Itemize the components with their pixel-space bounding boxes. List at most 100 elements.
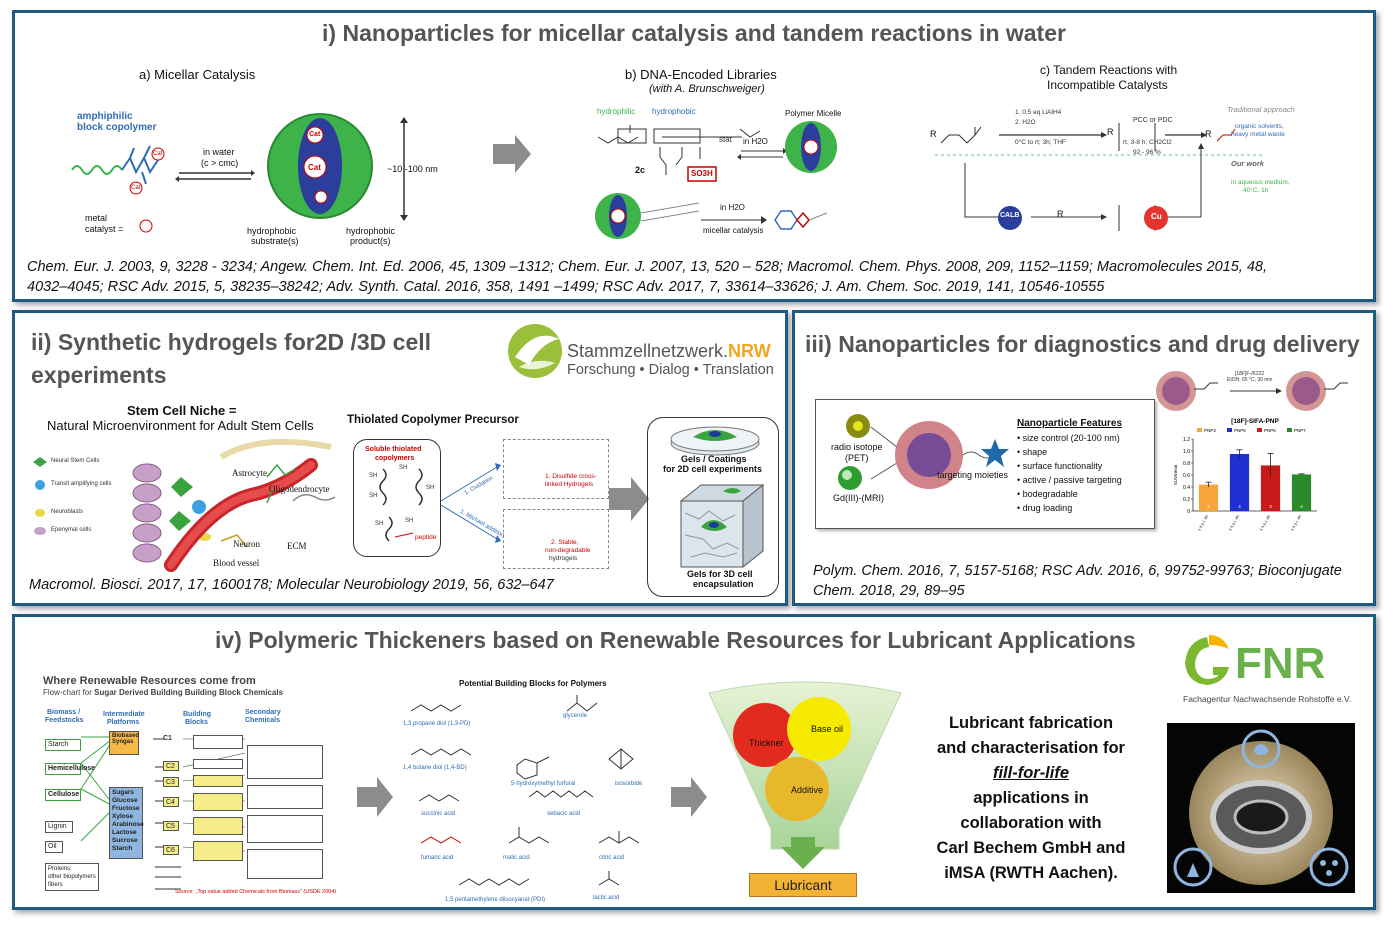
flow-title: Where Renewable Resources come from <box>43 675 256 687</box>
sub-c-line1: c) Tandem Reactions with <box>1040 63 1178 77</box>
feature-4: • active / passive targeting <box>1017 475 1122 485</box>
legend-swatch-pnp3 <box>1197 428 1202 432</box>
oxidation-arrows <box>440 463 501 543</box>
stammzell-logo-icon <box>508 324 562 378</box>
equilibrium-arrow-2 <box>737 148 787 160</box>
organic-label: organic solvents, <box>1235 123 1284 130</box>
sec-box-4 <box>247 849 323 879</box>
feedstock-oil: Oil <box>45 841 63 853</box>
col-biomass: Biomass / <box>47 709 81 716</box>
precursor-title: Thiolated Copolymer Precursor <box>347 414 519 426</box>
disulfide-label: 1. Disulfide cross- <box>545 473 597 480</box>
targeting-label: targeting moieties <box>937 470 1009 480</box>
mol-butanediol: 1,4 butane diol (1,4-BD) <box>403 765 467 771</box>
pcc-label: PCC or PDC <box>1133 117 1173 124</box>
bar-label-pnp6: 3 <box>1269 504 1272 509</box>
so3h-label: SO3H <box>691 169 713 178</box>
proteins-line-2: other biopolymers <box>48 874 96 880</box>
legend-label-pnp6: PNP6 <box>1264 428 1276 433</box>
substrate-label: hydrophobic <box>247 226 297 236</box>
oligodendrocyte-label: Oligodendrocyte <box>269 484 330 494</box>
size-arrow <box>400 117 408 221</box>
sugars-box: Sugars Glucose Fructose Xylose Arabinose… <box>109 787 144 859</box>
stat-label: stat <box>719 135 732 144</box>
sh-2: SH <box>399 465 408 471</box>
bb-box-6 <box>193 841 243 861</box>
proteins-line-3: fibers <box>48 882 63 888</box>
logo-nrw-text: NRW <box>728 341 771 361</box>
sec-box-2 <box>247 785 323 809</box>
legend-neuroblasts: Neuroblasts <box>51 509 84 515</box>
building-block-boxes <box>193 735 243 875</box>
legend-swatch-pnp5 <box>1227 428 1232 432</box>
sec-box-3 <box>247 815 323 843</box>
product-label-2: product(s) <box>350 236 391 246</box>
micelle-drawing <box>267 113 373 219</box>
panel3-refs-line2: Chem. 2018, 29, 89–95 <box>813 583 965 599</box>
mol-citric: citric acid <box>599 855 625 861</box>
copolymer-drawing <box>71 145 165 195</box>
proteins-line-1: Proteins; <box>48 866 72 872</box>
col-building: Building <box>183 711 211 718</box>
x-tick-label-pnp5: 1 h p.i. 4h <box>1227 514 1240 532</box>
gel-cube <box>679 483 765 569</box>
panel2-title-line1: ii) Synthetic hydrogels for2D /3D cell <box>31 329 432 355</box>
mol-isosorbide: isosorbide <box>615 781 643 787</box>
sugar-7: Starch <box>112 845 133 852</box>
calb-circle <box>998 206 1022 230</box>
bar-pnp5 <box>1229 454 1250 511</box>
additive-label: Additive <box>791 785 824 795</box>
catalyst-symbol <box>139 219 153 233</box>
bar-pnp3 <box>1198 484 1219 511</box>
lubricant-box: Lubricant <box>749 873 857 897</box>
bar-label-pnp3: 3 <box>1207 504 1210 509</box>
reagents-1: 1. 0.5 eq LiAlH4 <box>1015 109 1062 116</box>
block-c4: C4 <box>163 797 179 807</box>
legend-neural-stem-icon <box>33 457 47 467</box>
feature-3-text: surface functionality <box>1022 461 1103 471</box>
bb-box-4 <box>193 793 243 811</box>
feature-5-text: bodegradable <box>1022 489 1078 499</box>
disulfide-box <box>503 439 609 499</box>
panel2-title-line2: experiments <box>31 362 167 388</box>
fnr-subtitle: Fachagentur Nachwachsende Rohstoffe e.V. <box>1183 694 1352 704</box>
stem-cell-niche-illustration <box>132 438 336 572</box>
radio-isotope-label: radio isotope <box>831 442 883 452</box>
pcc-label-2: rt, 3-8 h; CH2Cl2 <box>1123 139 1172 146</box>
panel-lubricants: iv) Polymeric Thickeners based on Renewa… <box>12 614 1376 910</box>
aqueous-label: in aqueous medium, <box>1231 179 1290 186</box>
col-biomass-2: Feedstocks <box>45 717 84 724</box>
cu-label: Cu <box>1151 212 1162 221</box>
cu-circle <box>1144 206 1168 230</box>
legend-label-pnp3: PNP3 <box>1204 428 1216 433</box>
flow-arrow-2 <box>609 477 649 521</box>
col-platforms: Intermediate <box>103 711 145 718</box>
panel1-refs-line1: Chem. Eur. J. 2003, 9, 3228 - 3234; Ange… <box>27 259 1267 275</box>
bb-box-3 <box>193 775 243 787</box>
stammzell-tagline: Forschung • Dialog • Translation <box>567 362 774 378</box>
feature-3: • surface functionality <box>1017 461 1103 471</box>
mol-hmf: 5-hydroxymethyl furfural <box>511 781 576 787</box>
stable-box <box>503 509 609 569</box>
mol-pdi: 1,5 pentamethylene diisocyanat (PDI) <box>445 897 546 903</box>
sugar-1: Glucose <box>112 797 138 804</box>
our-work-label: Our work <box>1231 159 1264 168</box>
targeting-star <box>981 439 1009 467</box>
micelle-cat-2: Cat <box>308 163 321 172</box>
col-secondary-2: Chemicals <box>245 717 281 724</box>
cat-label-2: Cat <box>131 185 141 191</box>
thiolated-polymers <box>379 468 423 542</box>
text-line-2: and characterisation for <box>937 739 1125 757</box>
bb-title: Potential Building Blocks for Polymers <box>459 679 607 688</box>
text-line-7: iMSA (RWTH Aachen). <box>944 864 1118 882</box>
bar-pnp7 <box>1291 474 1312 511</box>
niche-title: Stem Cell Niche = <box>127 403 237 418</box>
peptide-label: peptide <box>415 534 437 541</box>
r-label-3: R <box>1205 129 1212 139</box>
sh-1: SH <box>369 473 378 479</box>
rxn-top-label: [18F]F-/K222 <box>1235 371 1265 377</box>
biobased-label: Biobased <box>112 733 140 739</box>
block-c2: C2 <box>163 761 179 771</box>
catalyst-label: catalyst = <box>85 224 124 234</box>
x-tick-label-pnp3: 1 h p.i. 4h <box>1196 514 1209 532</box>
